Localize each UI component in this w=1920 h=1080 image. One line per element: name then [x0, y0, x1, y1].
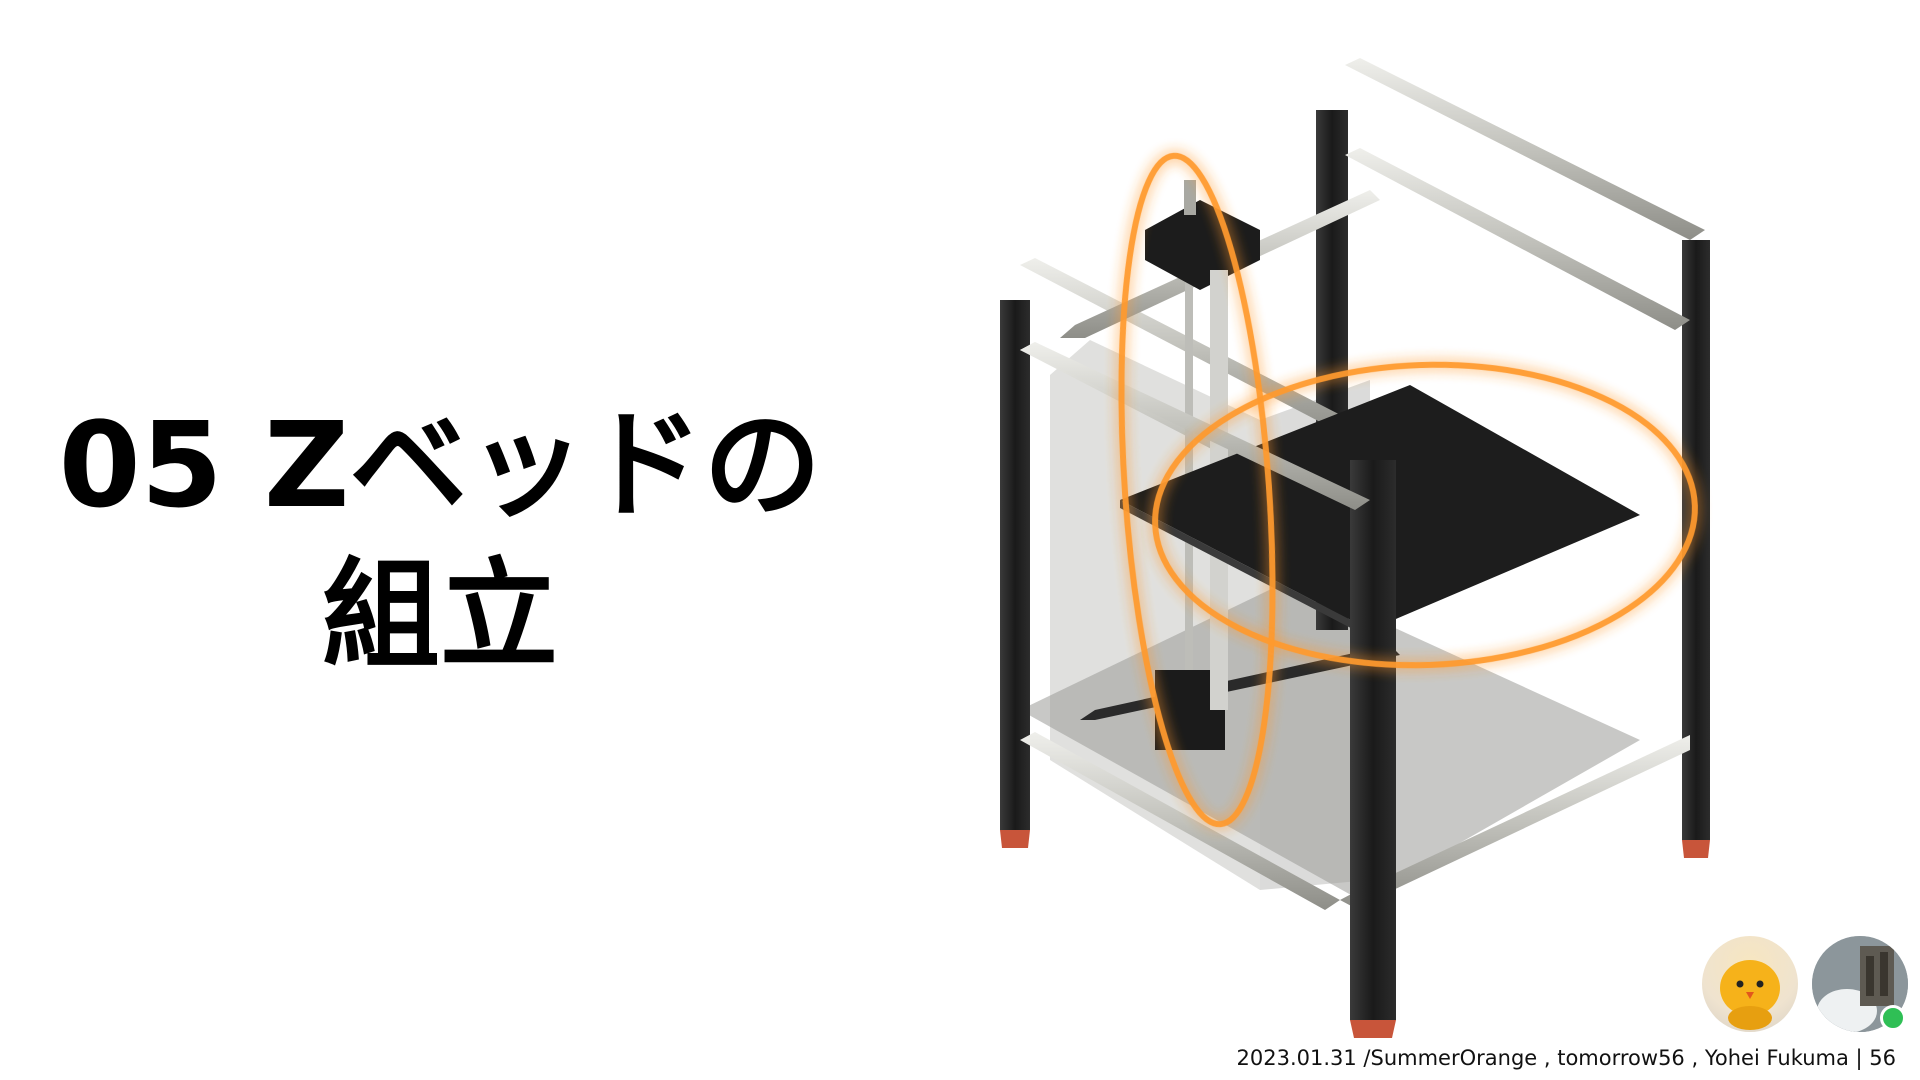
- slide-footer: 2023.01.31 /SummerOrange , tomorrow56 , …: [1236, 1046, 1896, 1070]
- left-post: [1000, 300, 1030, 830]
- top-rail-back: [1345, 58, 1705, 240]
- left-foot: [1000, 830, 1030, 848]
- top-bearing-block: [1145, 200, 1260, 290]
- yellow-chick-avatar-icon: [1702, 936, 1798, 1032]
- bed-highlight: [1152, 361, 1698, 669]
- front-top-rail: [1020, 342, 1370, 510]
- online-status-icon: [1880, 1005, 1906, 1031]
- printer-frame-render: [1000, 58, 1710, 1038]
- lead-screw: [1185, 190, 1193, 720]
- front-foot: [1350, 1020, 1396, 1038]
- base-plate: [1020, 580, 1640, 900]
- bottom-rail-right: [1340, 735, 1690, 908]
- bottom-rail-left: [1020, 732, 1340, 910]
- screw-top: [1184, 180, 1196, 215]
- z-axis-highlight: [1118, 152, 1276, 828]
- title-line-1: 05 Zベッドの: [58, 396, 822, 534]
- front-post: [1350, 460, 1396, 1020]
- slide-title: 05 Zベッドの 組立: [40, 390, 840, 690]
- top-rail-middle: [1345, 148, 1690, 330]
- right-foot: [1682, 840, 1710, 858]
- title-line-2: 組立: [321, 546, 558, 684]
- print-bed-edge: [1120, 500, 1370, 638]
